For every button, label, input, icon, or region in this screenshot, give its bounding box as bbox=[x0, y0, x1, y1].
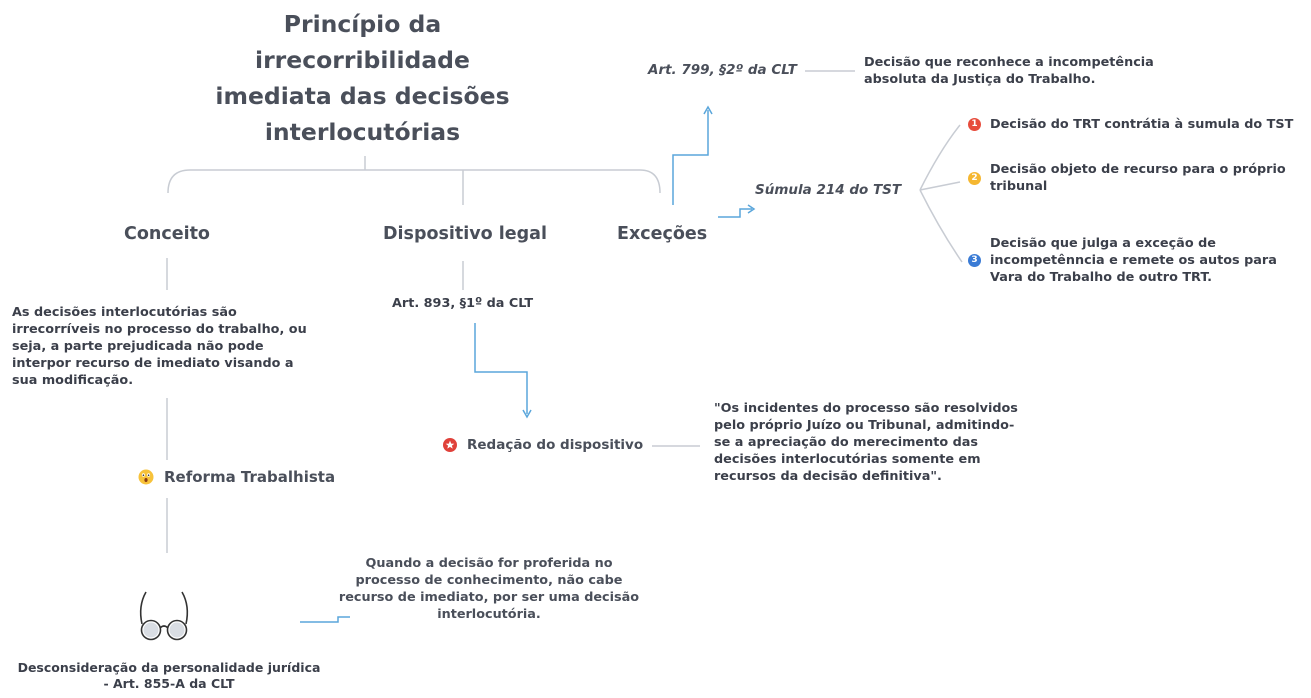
badge-3-icon: 3 bbox=[968, 254, 981, 267]
branch-excecoes: Exceções bbox=[617, 224, 708, 244]
excecoes-to-art799 bbox=[672, 110, 709, 205]
desconsideracao-title: Desconsideração da personalidade jurídic… bbox=[17, 660, 321, 691]
reforma-label: Reforma Trabalhista bbox=[164, 468, 336, 486]
branch-dispositivo-legal: Dispositivo legal bbox=[383, 224, 547, 244]
excecao-item-text: Decisão objeto de recurso para o próprio… bbox=[990, 162, 1286, 194]
excecao-item-text: Decisão do TRT contrátia à sumula do TST bbox=[990, 117, 1294, 132]
glasses-to-note bbox=[300, 616, 350, 623]
astonished-face-icon bbox=[138, 469, 154, 485]
sumula-fork-3 bbox=[919, 189, 963, 263]
redacao-label: Redação do dispositivo bbox=[467, 437, 644, 453]
branch-bracket bbox=[167, 169, 661, 194]
sumula-fork-1 bbox=[919, 124, 961, 191]
excecao-item-3: 3 Decisão que julga a exceção de incompe… bbox=[968, 235, 1310, 286]
reforma-trabalhista-node: Reforma Trabalhista bbox=[138, 468, 335, 486]
conceito-text: As decisões interlocutórias são irrecorr… bbox=[12, 305, 307, 388]
red-star-icon bbox=[443, 438, 457, 452]
excecao-item-1: 1 Decisão do TRT contrátia à sumula do T… bbox=[968, 116, 1293, 133]
badge-1-icon: 1 bbox=[968, 118, 981, 131]
badge-2-icon: 2 bbox=[968, 171, 981, 185]
art-893: Art. 893, §1º da CLT bbox=[392, 296, 534, 311]
eyeglasses-icon bbox=[139, 591, 189, 641]
page-title: Princípio da irrecorribilidade imediata … bbox=[215, 10, 510, 146]
art-799-description: Decisão que reconhece a incompetência ab… bbox=[864, 55, 1154, 87]
excecao-item-2: 2 Decisão objeto de recurso para o própr… bbox=[968, 161, 1310, 195]
sumula-fork-2 bbox=[919, 181, 961, 191]
art-799: Art. 799, §2º da CLT bbox=[648, 62, 797, 78]
sumula-214: Súmula 214 do TST bbox=[755, 182, 902, 198]
excecoes-to-sumula bbox=[718, 208, 752, 218]
art-to-redacao bbox=[474, 323, 528, 414]
branch-conceito: Conceito bbox=[124, 224, 210, 244]
redacao-node: Redação do dispositivo bbox=[443, 437, 643, 453]
dispositivo-quote: "Os incidentes do processo são resolvido… bbox=[714, 401, 1018, 484]
desconsideracao-note: Quando a decisão for proferida no proces… bbox=[338, 556, 640, 622]
excecao-item-text: Decisão que julga a exceção de incompetê… bbox=[990, 236, 1277, 285]
